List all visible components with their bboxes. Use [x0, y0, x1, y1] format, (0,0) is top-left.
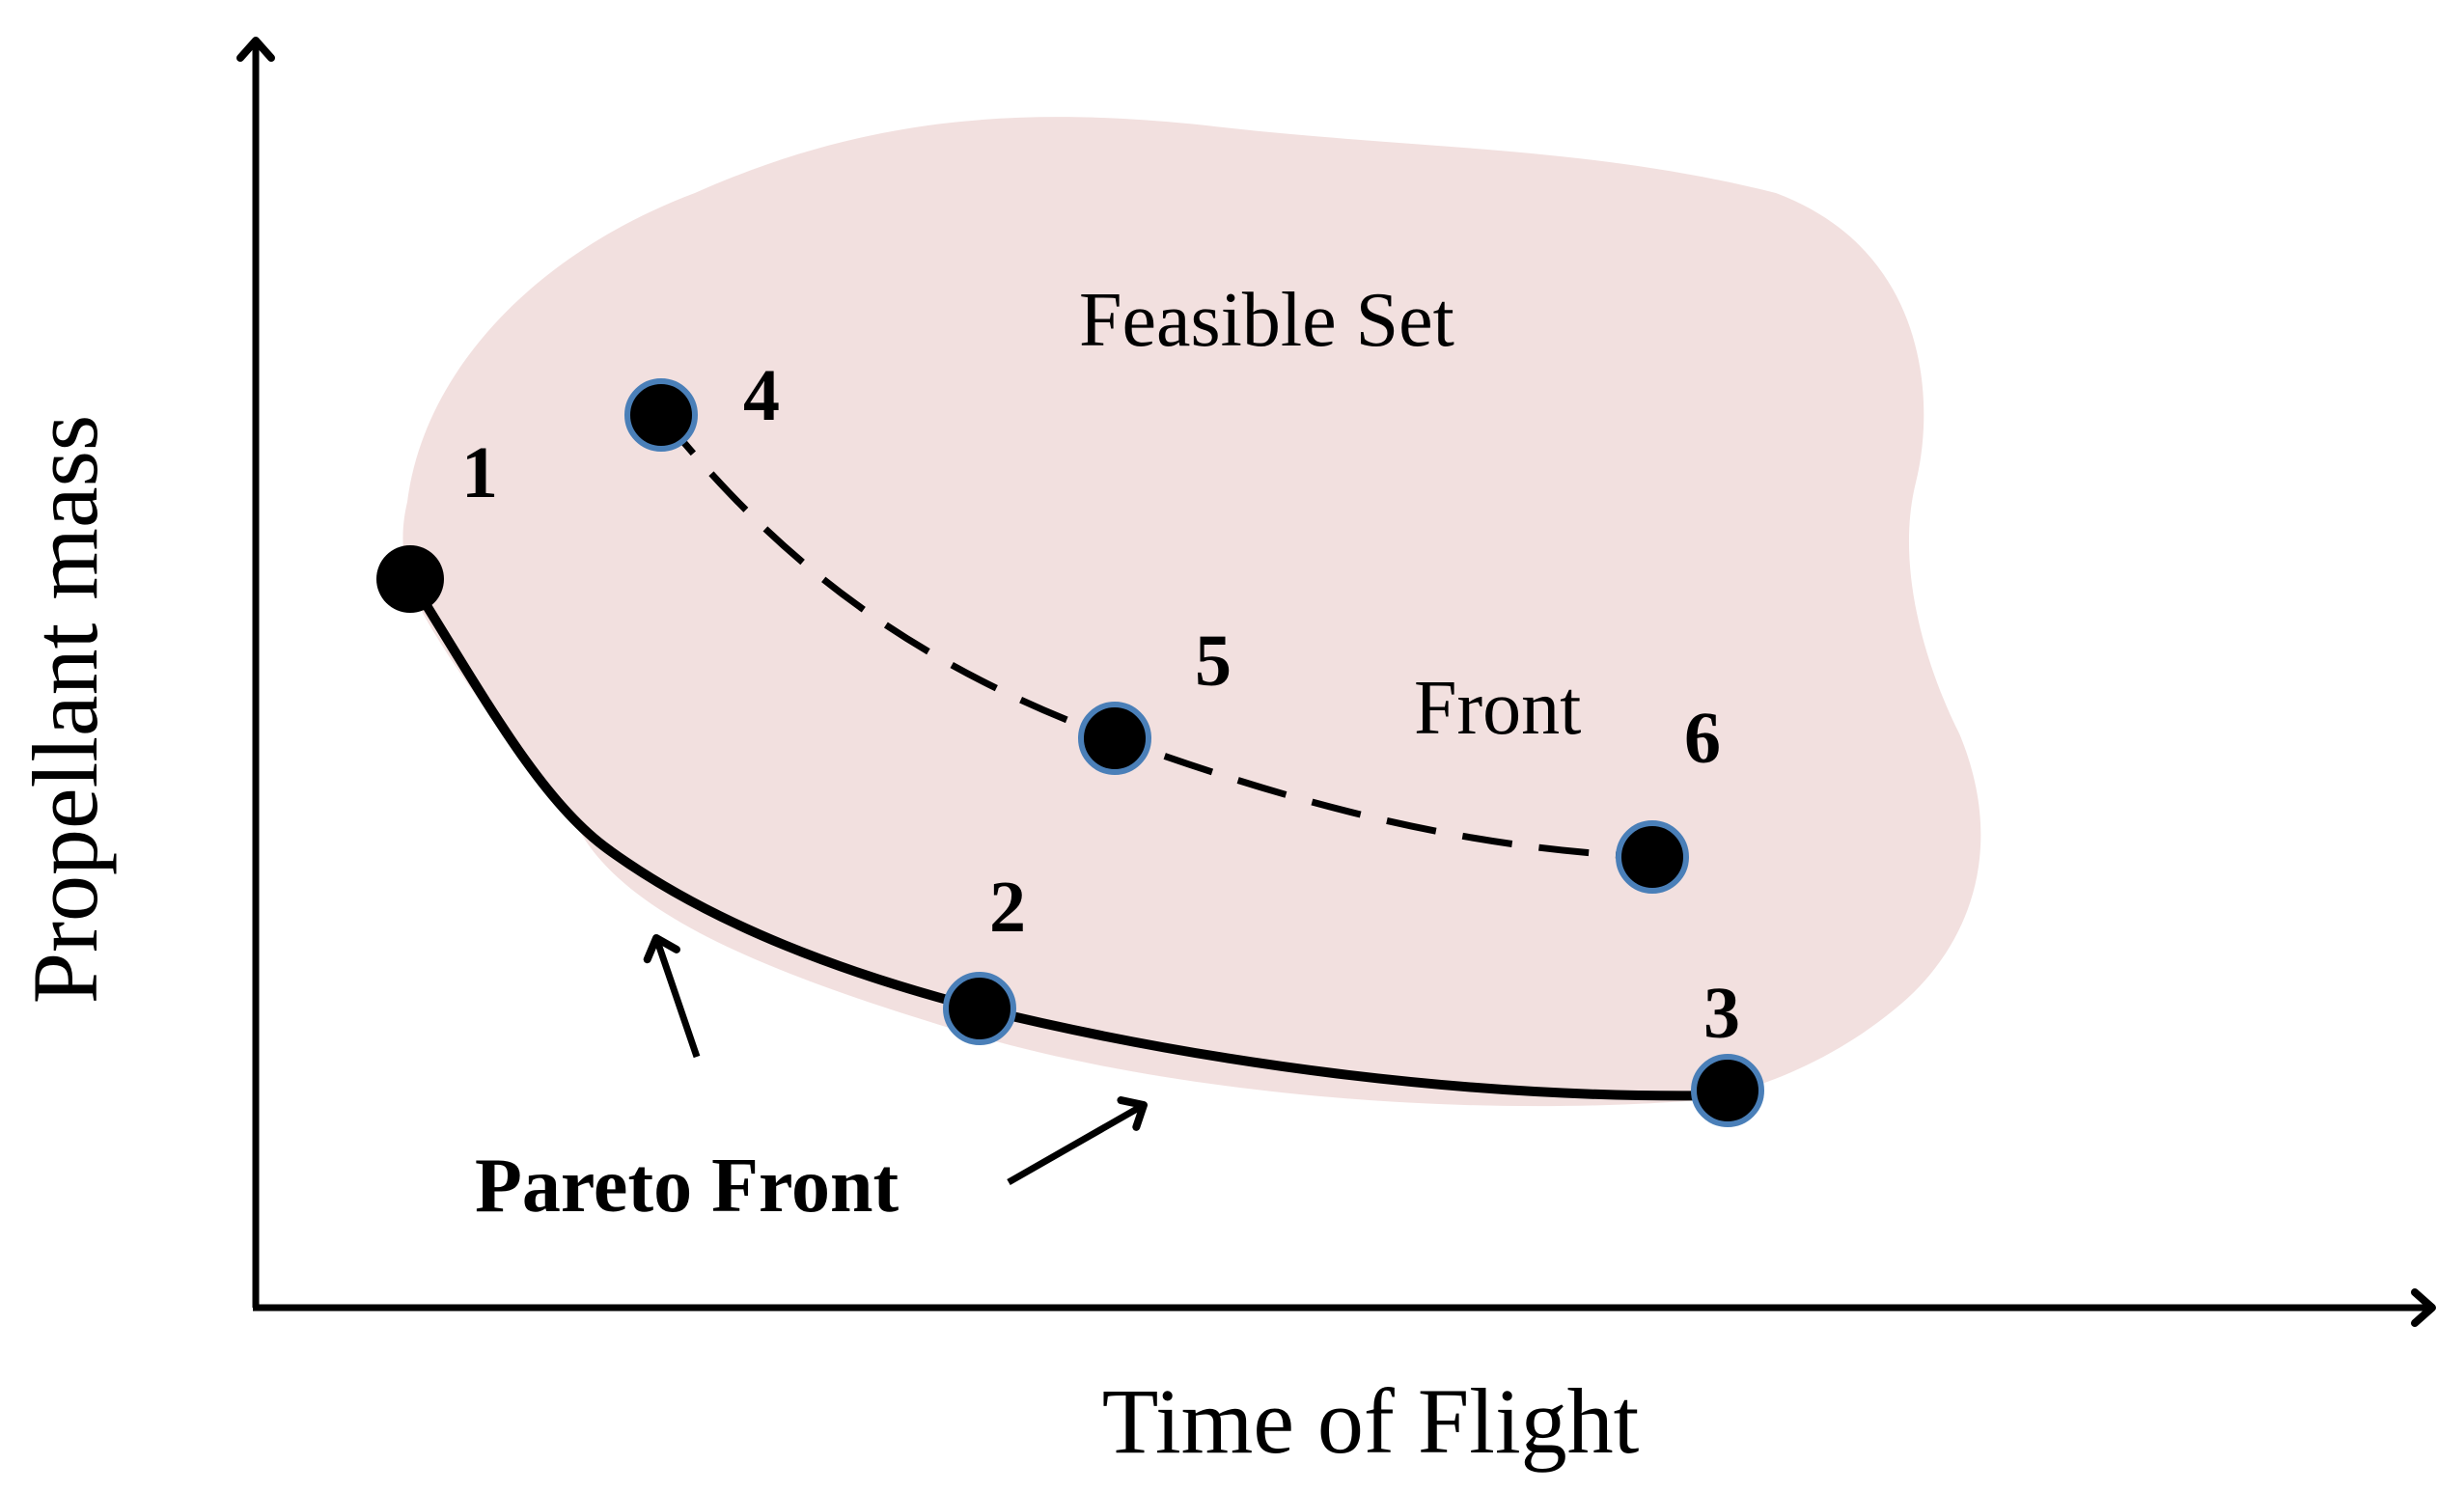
pareto-arrow-diag — [1007, 1096, 1148, 1186]
x-axis-title: Time of Flight — [1102, 1369, 1640, 1473]
point-2 — [943, 972, 1016, 1045]
feasible-set-label: Feasible Set — [1079, 278, 1454, 363]
point-5 — [1078, 702, 1151, 775]
point-5-label: 5 — [1195, 621, 1232, 702]
point-2-label: 2 — [989, 867, 1026, 948]
point-3 — [1691, 1054, 1764, 1127]
point-4 — [624, 378, 698, 452]
pareto-front-curve — [405, 574, 1732, 1101]
feasible-set-region — [402, 117, 1981, 1107]
point-6 — [1616, 820, 1689, 894]
point-3-label: 3 — [1703, 973, 1740, 1054]
y-axis-title: Propellant mass — [14, 415, 117, 1005]
point-1 — [376, 545, 444, 613]
pareto-front-label: Pareto Front — [475, 1144, 900, 1229]
point-4-label: 4 — [743, 355, 780, 436]
point-6-label: 6 — [1684, 698, 1721, 779]
point-1-label: 1 — [461, 432, 498, 513]
front-label: Front — [1414, 666, 1581, 751]
pareto-arrow-up — [643, 934, 701, 1059]
